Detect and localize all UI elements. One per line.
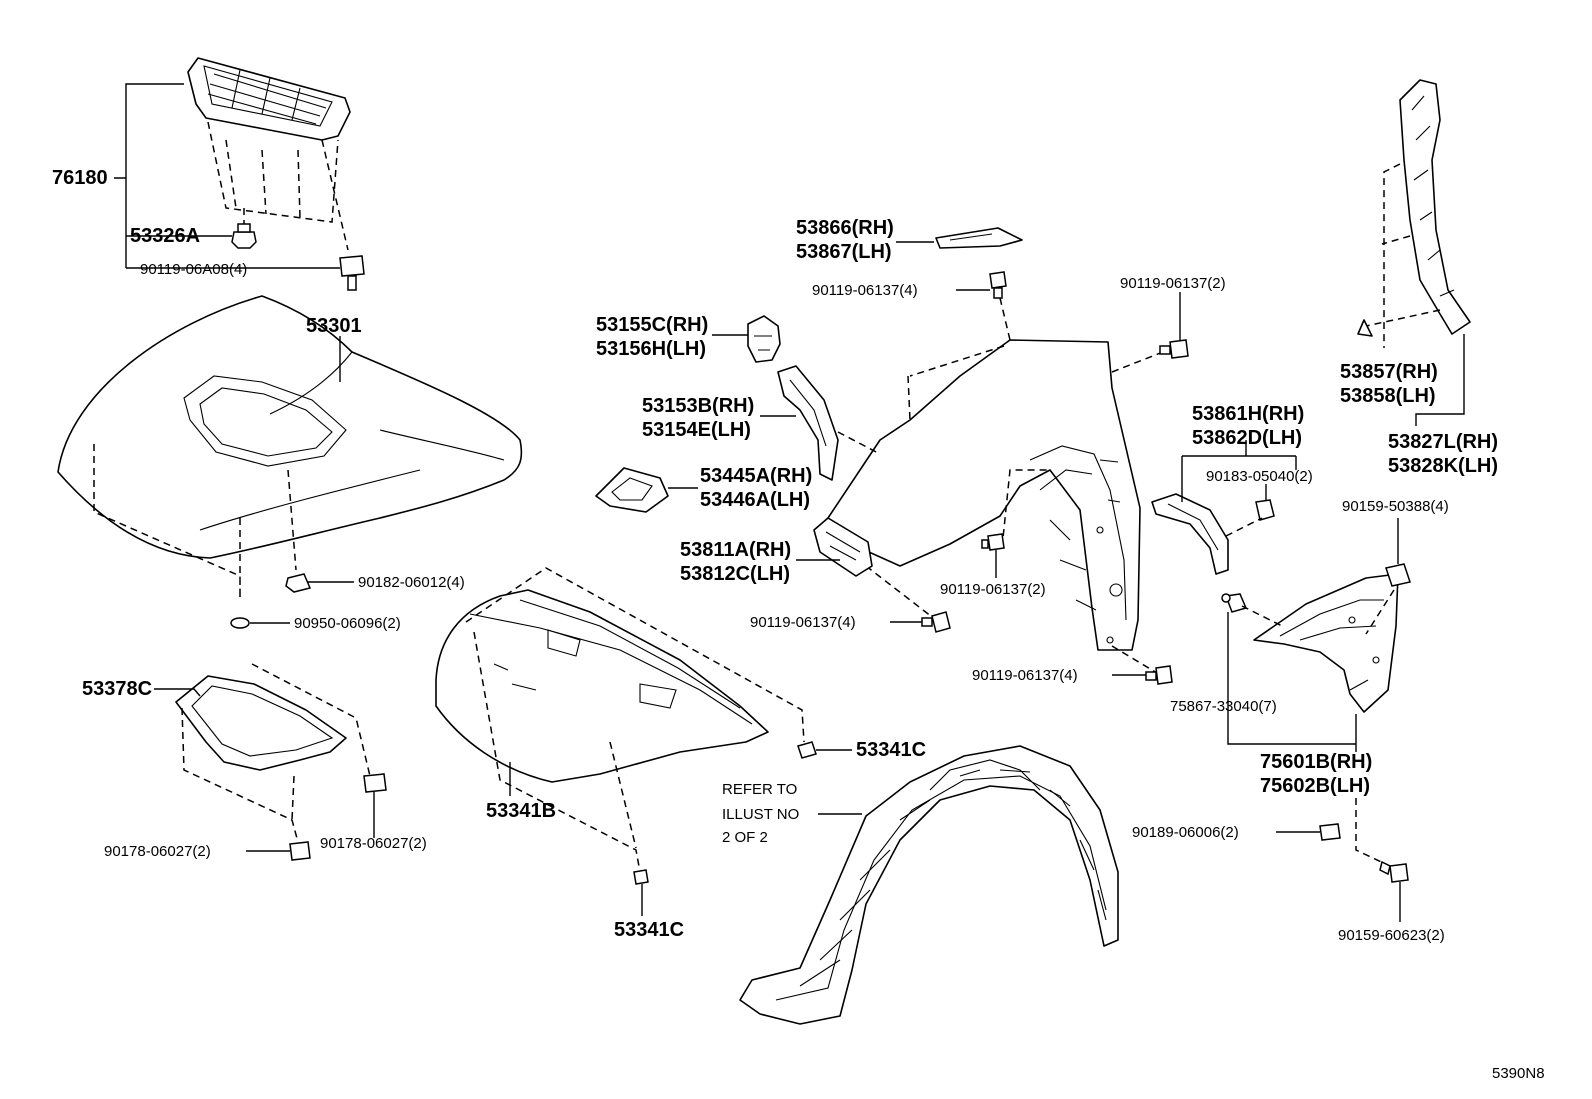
label-90178-06027-b: 90178-06027(2) xyxy=(320,835,427,852)
grommet-90182-06012-part xyxy=(285,573,312,593)
label-53857-rh: 53857(RH) xyxy=(1340,361,1438,383)
label-53154e-lh: 53154E(LH) xyxy=(642,419,751,441)
label-53341c-b: 53341C xyxy=(614,919,684,941)
clip-90178-06027-a-part xyxy=(289,841,311,861)
label-53867-lh: 53867(LH) xyxy=(796,241,892,263)
label-90119-06137-2b: 90119-06137(2) xyxy=(940,581,1046,598)
label-90119-06137-4b: 90119-06137(4) xyxy=(750,614,856,631)
clip-90178-06027-b-part xyxy=(363,773,387,793)
label-53155c-rh: 53155C(RH) xyxy=(596,314,708,336)
pillar-seal-53827l-part xyxy=(1399,79,1471,335)
label-90183-05040: 90183-05040(2) xyxy=(1206,468,1313,485)
label-53301: 53301 xyxy=(306,315,362,337)
label-53378c: 53378C xyxy=(82,678,152,700)
bolt-90159-60623-part xyxy=(1379,860,1409,883)
label-53828k-lh: 53828K(LH) xyxy=(1388,455,1498,477)
front-fender-part xyxy=(827,339,1141,651)
hood-scoop-part xyxy=(187,57,351,141)
label-75867-33040: 75867-33040(7) xyxy=(1170,698,1277,715)
label-53812c-lh: 53812C(LH) xyxy=(680,563,790,585)
refer-note-line3: 2 OF 2 xyxy=(722,829,768,846)
seal-53153b-part xyxy=(777,365,839,481)
label-90119-06137-2a: 90119-06137(2) xyxy=(1120,275,1226,292)
label-53858-lh: 53858(LH) xyxy=(1340,385,1436,407)
bolt-90119-06137-2b-part xyxy=(981,533,1005,551)
clip-53326a-part xyxy=(231,223,257,249)
label-75601b-rh: 75601B(RH) xyxy=(1260,751,1372,773)
bolt-90119-06137-4b-part xyxy=(921,611,951,633)
label-53862d-lh: 53862D(LH) xyxy=(1192,427,1302,449)
label-53811a-rh: 53811A(RH) xyxy=(680,539,791,561)
label-90178-06027-a: 90178-06027(2) xyxy=(104,843,211,860)
label-75602b-lh: 75602B(LH) xyxy=(1260,775,1370,797)
label-90182-06012: 90182-06012(4) xyxy=(358,574,465,591)
label-53827l-rh: 53827L(RH) xyxy=(1388,431,1498,453)
bolt-90119-06137-4c-part xyxy=(1145,665,1173,685)
label-76180: 76180 xyxy=(52,167,108,189)
label-90159-60623: 90159-60623(2) xyxy=(1338,927,1445,944)
seal-53861h-part xyxy=(1151,493,1229,575)
bolt-90119-06137-a-part xyxy=(989,271,1007,299)
fender-liner-part xyxy=(739,745,1119,1025)
label-90119-06a08: 90119-06A08(4) xyxy=(140,261,247,278)
label-90119-06137-4c: 90119-06137(4) xyxy=(972,667,1078,684)
label-53446a-lh: 53446A(LH) xyxy=(700,489,810,511)
clip-90183-05040-part xyxy=(1255,499,1275,521)
fender-bracket-53866-part xyxy=(935,227,1023,249)
label-53866-rh: 53866(RH) xyxy=(796,217,894,239)
drawing-code: 5390N8 xyxy=(1492,1065,1545,1082)
label-53156h-lh: 53156H(LH) xyxy=(596,338,706,360)
label-53861h-rh: 53861H(RH) xyxy=(1192,403,1304,425)
label-53153b-rh: 53153B(RH) xyxy=(642,395,754,417)
label-53341b: 53341B xyxy=(486,800,556,822)
label-53341c-a: 53341C xyxy=(856,739,926,761)
label-53326a: 53326A xyxy=(130,225,200,247)
label-90950-06096: 90950-06096(2) xyxy=(294,615,401,632)
hood-panel-part xyxy=(57,295,523,559)
bolt-90119-06137-2a-part xyxy=(1159,339,1189,359)
label-90189-06006: 90189-06006(2) xyxy=(1132,824,1239,841)
plug-90950-06096-part xyxy=(230,617,250,629)
fender-garnish-75601b-part xyxy=(1253,573,1399,713)
nut-90189-06006-part xyxy=(1319,823,1341,841)
clip-75867-33040-part xyxy=(1221,593,1248,613)
nut-90119-06a08-part xyxy=(339,255,365,291)
clip-53341c-b-part xyxy=(633,869,649,885)
bracket-53811a-part xyxy=(813,517,873,577)
engine-under-cover-53341b-part xyxy=(435,589,769,783)
bracket-53155c-part xyxy=(747,315,781,363)
clip-53857-part xyxy=(1357,319,1373,337)
label-90159-50388: 90159-50388(4) xyxy=(1342,498,1449,515)
bracket-53445a-part xyxy=(595,467,669,513)
hood-seal-53378c-part xyxy=(175,675,347,771)
label-90119-06137-4a: 90119-06137(4) xyxy=(812,282,918,299)
clip-53341c-a-part xyxy=(797,741,817,759)
refer-note-line1: REFER TO xyxy=(722,781,797,798)
clip-90159-50388-part xyxy=(1385,563,1411,587)
refer-note-line2: ILLUST NO xyxy=(722,806,799,823)
label-53445a-rh: 53445A(RH) xyxy=(700,465,812,487)
